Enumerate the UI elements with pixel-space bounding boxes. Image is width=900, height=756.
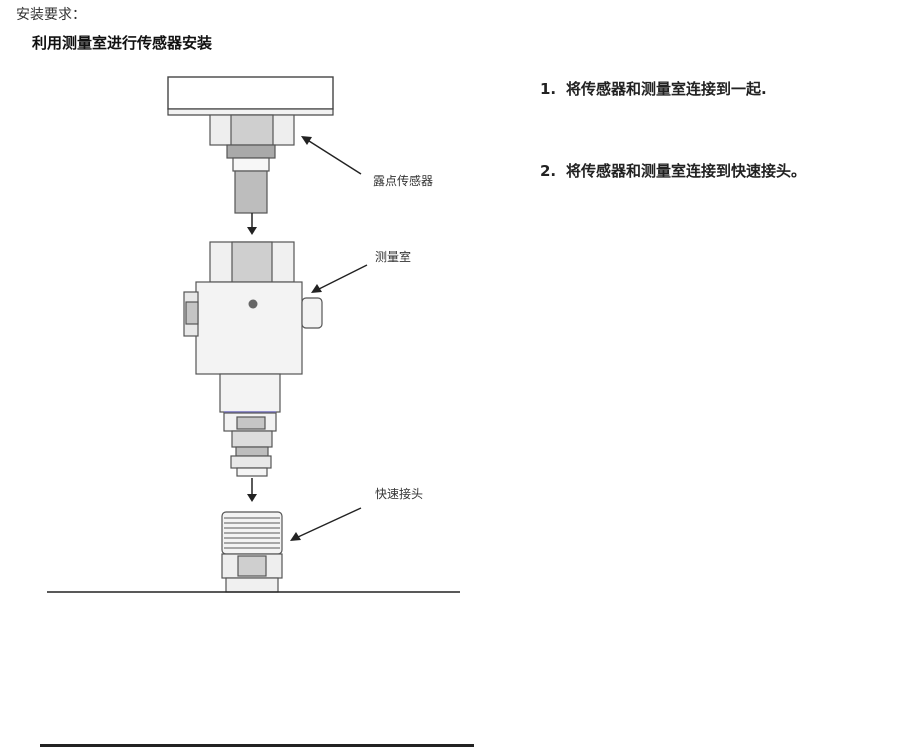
intro-text: 安装要求： xyxy=(16,7,86,23)
mounting-plate xyxy=(167,76,334,116)
leader-arrow-icon xyxy=(311,264,368,293)
bottom-rule xyxy=(40,744,474,747)
step-2: 2. 将传感器和测量室连接到快速接头。 xyxy=(540,160,840,182)
step-number: 1. xyxy=(540,80,557,98)
step-1: 1. 将传感器和测量室连接到一起. xyxy=(540,78,870,100)
label-dewpoint-sensor: 露点传感器 xyxy=(373,174,434,188)
measurement-chamber xyxy=(183,241,323,477)
label-measurement-chamber: 测量室 xyxy=(375,250,412,264)
step-number: 2. xyxy=(540,162,557,180)
label-quick-coupler: 快速接头 xyxy=(375,487,424,501)
dewpoint-sensor xyxy=(209,114,295,214)
step-text: 将传感器和测量室连接到一起. xyxy=(566,80,767,98)
leader-arrow-icon xyxy=(290,507,362,541)
arrow-down-icon xyxy=(247,213,257,235)
quick-coupler xyxy=(221,511,283,593)
section-heading: 利用测量室进行传感器安装 xyxy=(32,34,213,52)
arrow-down-icon xyxy=(247,478,257,502)
leader-arrow-icon xyxy=(301,136,362,175)
step-text: 将传感器和测量室连接到快速接头。 xyxy=(566,162,807,180)
